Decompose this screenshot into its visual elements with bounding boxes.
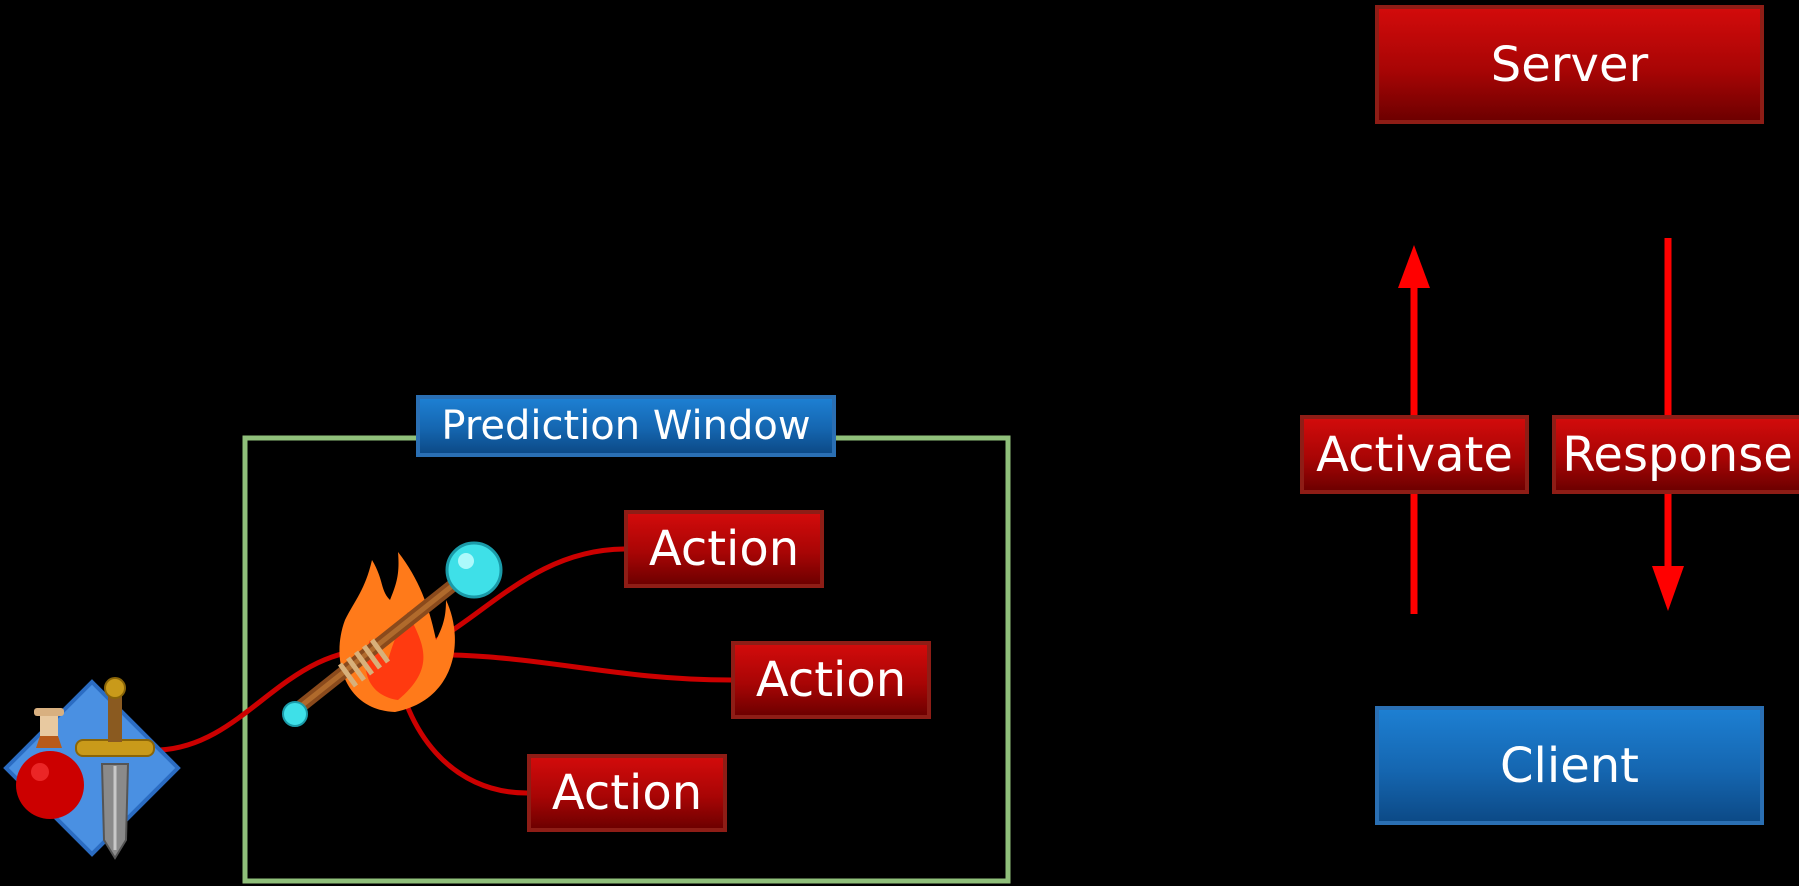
action-box-1: Action: [624, 510, 824, 588]
response-label: Response: [1562, 426, 1793, 483]
client-box: Client: [1375, 706, 1764, 825]
activate-label: Activate: [1316, 426, 1513, 483]
server-label: Server: [1490, 36, 1649, 93]
response-box: Response: [1552, 415, 1799, 494]
action-box-2: Action: [731, 641, 931, 719]
action-label-1: Action: [648, 521, 800, 577]
action-box-3: Action: [527, 754, 727, 832]
action-label-3: Action: [551, 765, 703, 821]
prediction-window-title: Prediction Window: [416, 395, 836, 457]
server-box: Server: [1375, 5, 1764, 124]
potion-sword-icon: [3, 677, 181, 860]
action-label-2: Action: [755, 652, 907, 708]
activate-box: Activate: [1300, 415, 1529, 494]
prediction-window-label: Prediction Window: [441, 403, 811, 449]
fire-staff-icon: [282, 541, 503, 727]
activate-arrow-head: [1398, 245, 1430, 288]
response-arrow-head: [1652, 566, 1684, 611]
client-label: Client: [1500, 737, 1639, 794]
